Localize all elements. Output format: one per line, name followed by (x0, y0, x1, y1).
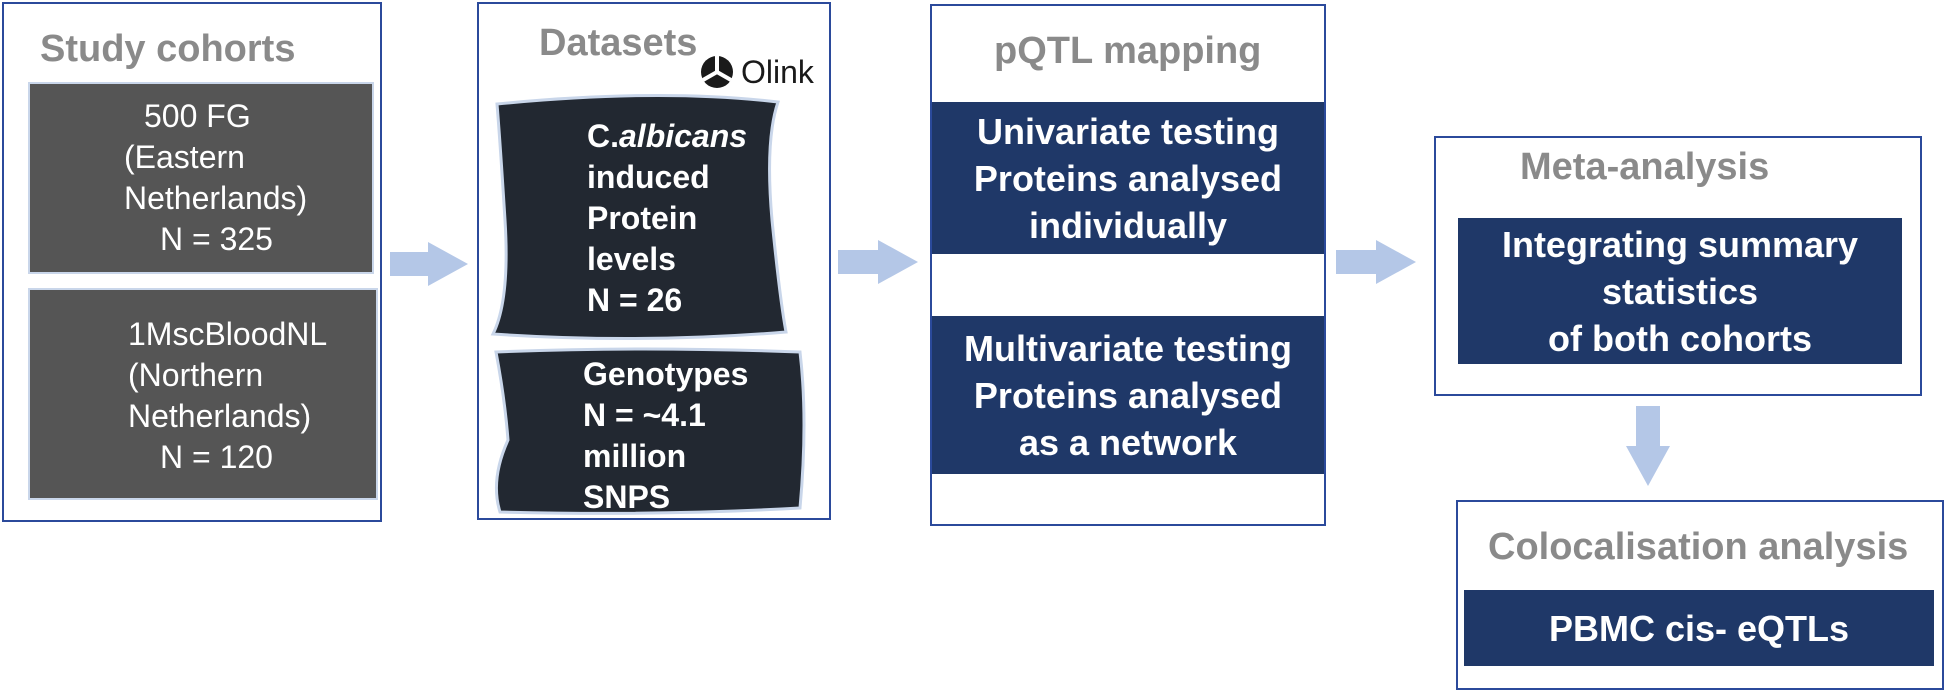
genotype-box-n: N = ~4.1 (583, 397, 706, 433)
study-cohorts-panel: Study cohorts 500 FG (Eastern Netherland… (2, 2, 382, 522)
meta-analysis-line-1: Integrating summary (1501, 223, 1859, 265)
meta-analysis-line-2: statistics (1601, 270, 1759, 312)
cohort-1mscbloodnl-box: 1MscBloodNL (Northern Netherlands) N = 1… (28, 288, 378, 500)
univariate-box: Univariate testing Proteins analysed ind… (932, 102, 1324, 254)
protein-box-shape (490, 93, 788, 341)
cohort-1mscbloodnl-n: N = 120 (160, 439, 273, 475)
meta-analysis-line-3: of both cohorts (1548, 317, 1812, 359)
cohort-1mscbloodnl-country: Netherlands) (128, 398, 312, 434)
meta-analysis-box: Integrating summary statistics of both c… (1458, 218, 1902, 364)
multivariate-line-1: Multivariate testing (963, 327, 1293, 369)
univariate-line-2: Proteins analysed (973, 157, 1283, 199)
cohort-500fg-name: 500 FG (144, 98, 251, 134)
genotype-box-line-4: SNPS (583, 479, 671, 515)
meta-analysis-title: Meta-analysis (1520, 146, 1770, 188)
genotype-box-shape (494, 347, 806, 515)
protein-box-n: N = 26 (587, 282, 683, 318)
multivariate-line-2: Proteins analysed (973, 374, 1283, 416)
colocalisation-title: Colocalisation analysis (1488, 526, 1909, 568)
univariate-line-1: Univariate testing (976, 110, 1280, 152)
pbmc-eqtl-label: PBMC cis- eQTLs (1548, 607, 1850, 649)
genotype-box-text: Genotypes N = ~4.1 million SNPS (583, 354, 748, 518)
genotype-box-line-1: Genotypes (583, 356, 749, 392)
datasets-panel: Datasets Olink C.albicans induced Protei… (477, 2, 831, 520)
protein-box-line-1: induced (587, 159, 710, 195)
protein-box-text: C.albicans induced Protein levels N = 26 (587, 116, 747, 321)
pqtl-panel: pQTL mapping Univariate testing Proteins… (930, 4, 1326, 526)
univariate-line-3: individually (1028, 204, 1228, 246)
cohort-1mscbloodnl-region: (Northern (128, 357, 264, 393)
cohort-500fg-box: 500 FG (Eastern Netherlands) N = 325 (28, 82, 374, 274)
protein-box-species: C.albicans (587, 118, 748, 154)
datasets-title: Datasets (539, 22, 698, 64)
cohort-500fg-n: N = 325 (160, 221, 273, 257)
cohort-500fg-country: Netherlands) (124, 180, 308, 216)
cohort-500fg-region: (Eastern (124, 139, 245, 175)
colocalisation-panel: Colocalisation analysis PBMC cis- eQTLs (1456, 500, 1944, 690)
multivariate-box: Multivariate testing Proteins analysed a… (932, 316, 1324, 474)
multivariate-line-3: as a network (1018, 421, 1238, 463)
genotype-box-line-3: million (583, 438, 687, 474)
olink-logo-icon (701, 56, 733, 88)
protein-box-line-3: levels (587, 241, 676, 277)
cohort-1mscbloodnl-name: 1MscBloodNL (128, 316, 328, 352)
olink-logo-text: Olink (741, 54, 814, 90)
meta-analysis-panel: Meta-analysis Integrating summary statis… (1434, 136, 1922, 396)
pqtl-title: pQTL mapping (994, 30, 1262, 72)
study-cohorts-title: Study cohorts (40, 28, 296, 70)
pbmc-eqtl-box: PBMC cis- eQTLs (1464, 590, 1934, 666)
protein-box-line-2: Protein (587, 200, 698, 236)
